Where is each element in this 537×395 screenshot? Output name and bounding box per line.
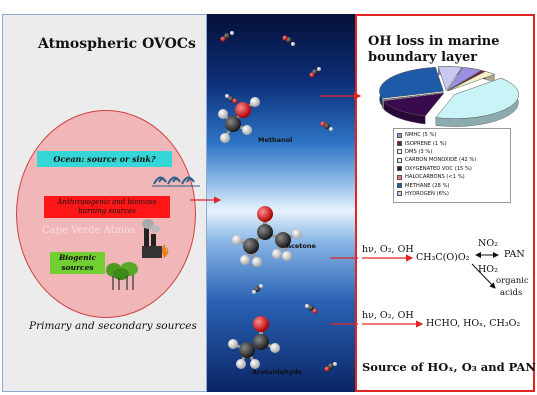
legend-swatch (397, 149, 402, 155)
legend-label: ISOPRENE (1 %) (405, 140, 447, 147)
legend-item: HYDROGEN (6%) (397, 190, 507, 198)
reaction-1-reactants: hν, O₂, OH (362, 244, 414, 255)
legend-swatch (397, 174, 402, 180)
acetone-molecule (232, 206, 302, 267)
pie-slice-oxygenated-voc (382, 92, 445, 117)
left-caption: Primary and secondary sources (29, 320, 197, 332)
legend-swatch (397, 166, 402, 172)
ghost-text: Cape Verde Atmos (42, 225, 136, 236)
pan-label: PAN (504, 249, 525, 260)
pie-legend: NMHC (5 %) ISOPRENE (1 %) DMS (3 %) CARB… (393, 128, 511, 203)
biogenic-line-1: Biogenic (58, 253, 97, 262)
pie-slice-halocarbons (381, 92, 444, 101)
legend-swatch (397, 157, 402, 163)
legend-label: METHANE (28 %) (405, 182, 450, 189)
small-molecule (225, 94, 238, 104)
ocean-box: Ocean: source or sink? (37, 151, 172, 167)
trees-icon (106, 262, 138, 290)
small-molecule (320, 121, 333, 131)
acids-label: acids (500, 288, 523, 298)
pie-slice-nmhc (446, 67, 482, 91)
ho2-label: HO₂ (478, 264, 498, 275)
legend-swatch (397, 141, 402, 147)
left-title: Atmospheric OVOCs (38, 36, 196, 52)
small-molecule (220, 31, 234, 42)
oh-loss-pie-chart (379, 66, 519, 127)
ho2-arrow (471, 263, 496, 289)
small-molecule (324, 362, 337, 372)
pie-slice-carbon-monoxide (435, 77, 519, 119)
acetaldehyde-molecule (228, 316, 280, 369)
factory-icon (142, 219, 169, 258)
legend-swatch (397, 183, 402, 189)
legend-swatch (397, 132, 402, 138)
anthro-line-1: Anthropogenic and biomass (57, 198, 157, 206)
biogenic-box: Biogenic sources (50, 252, 105, 274)
legend-item: NMHC (5 %) (397, 131, 507, 139)
legend-item: METHANE (28 %) (397, 181, 507, 189)
biogenic-line-2: sources (61, 263, 94, 272)
right-footer: Source of HOₓ, O₃ and PAN (362, 360, 536, 374)
middle-panel (207, 14, 355, 392)
acetone-label: Acetone (286, 242, 316, 250)
wave-icon (152, 176, 200, 187)
legend-label: NMHC (5 %) (405, 132, 437, 139)
legend-label: HALOCARBONS (<1 %) (405, 174, 465, 181)
pie-slice-hydrogen (437, 66, 463, 92)
legend-label: HYDROGEN (6%) (405, 190, 449, 197)
legend-item: OXYGENATED VOC (15 %) (397, 165, 507, 173)
small-molecule (309, 67, 321, 78)
reaction-1-product: CH₃C(O)O₂ (416, 252, 470, 263)
methanol-molecule (218, 97, 260, 143)
small-molecule (305, 304, 318, 314)
reaction-2-products: HCHO, HOₓ, CH₃O₂ (426, 318, 521, 329)
legend-swatch (397, 191, 402, 197)
pie-slice-methane (379, 67, 444, 99)
no2-label: NO₂ (478, 238, 498, 249)
small-molecule (282, 35, 295, 46)
organic-label: organic (496, 276, 529, 286)
legend-label: CARBON MONOXIDE (42 %) (405, 157, 477, 164)
methanol-label: Methanol (258, 136, 293, 144)
anthropogenic-box: Anthropogenic and biomass burning source… (44, 196, 170, 218)
pie-slice-dms (447, 71, 496, 92)
acetaldehyde-label: Acetaldehyde (252, 368, 303, 376)
legend-item: ISOPRENE (1 %) (397, 139, 507, 147)
molecules-layer (218, 31, 337, 372)
reaction-2-reactants: hν, O₂, OH (362, 310, 414, 321)
right-title: OH loss in marine boundary layer (368, 34, 500, 65)
legend-item: DMS (3 %) (397, 148, 507, 156)
small-molecule (252, 284, 263, 294)
legend-item: HALOCARBONS (<1 %) (397, 173, 507, 181)
anthro-line-2: burning sources (78, 207, 136, 215)
legend-item: CARBON MONOXIDE (42 %) (397, 156, 507, 164)
legend-label: OXYGENATED VOC (15 %) (405, 165, 472, 172)
legend-label: DMS (3 %) (405, 148, 433, 155)
